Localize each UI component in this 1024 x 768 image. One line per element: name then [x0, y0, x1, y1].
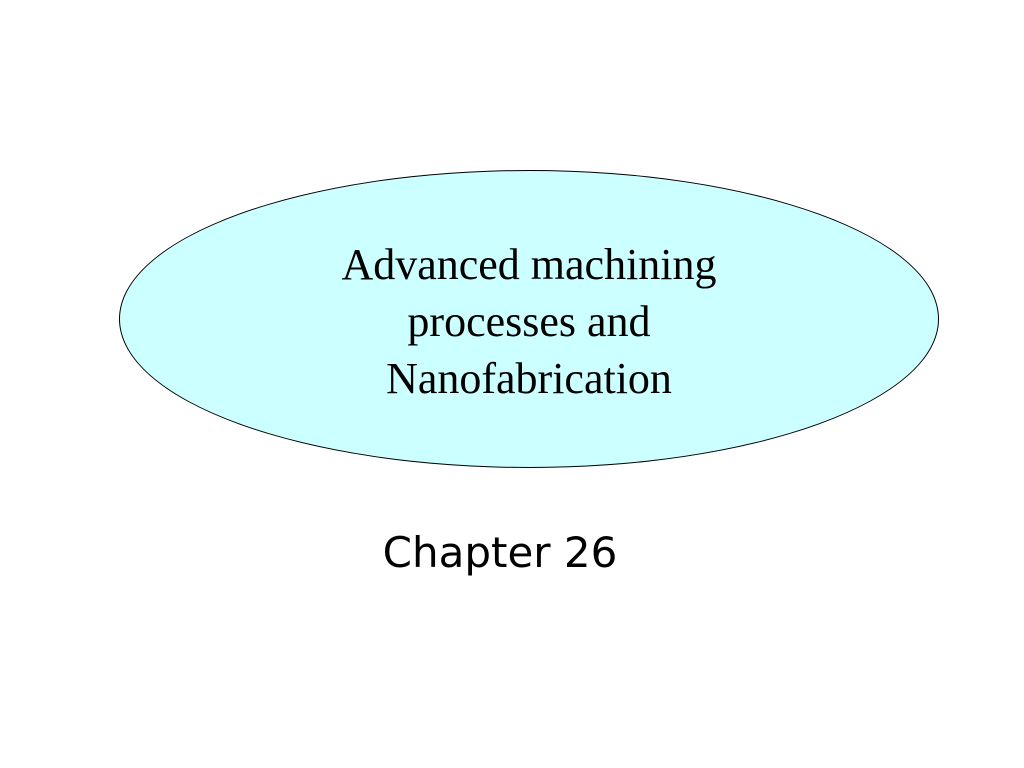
title-ellipse [119, 170, 939, 468]
slide-title: Advanced machining processes and Nanofab… [119, 236, 939, 407]
title-line-3: Nanofabrication [386, 354, 672, 403]
title-line-2: processes and [407, 297, 651, 346]
title-line-1: Advanced machining [341, 240, 717, 289]
slide-subtitle: Chapter 26 [382, 528, 618, 577]
